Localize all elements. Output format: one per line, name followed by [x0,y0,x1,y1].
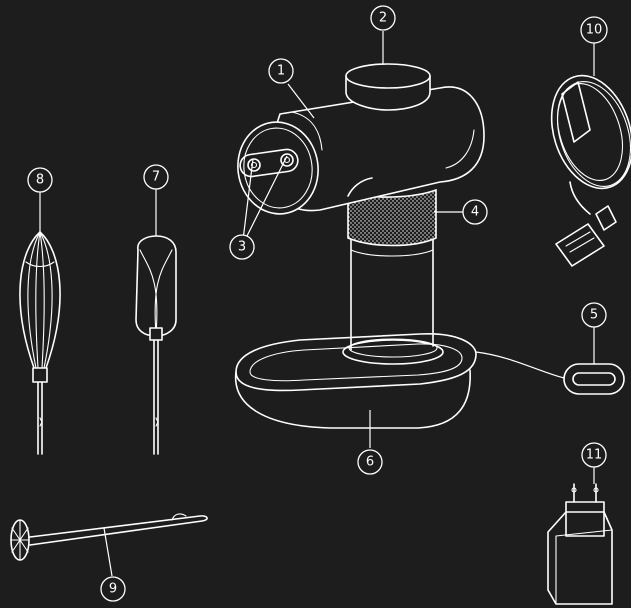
column-icon [351,236,433,350]
charging-base-icon [236,334,476,428]
svg-text:7: 7 [152,170,160,185]
usb-c-port-icon [564,364,624,394]
svg-text:2: 2 [379,11,387,26]
svg-text:11: 11 [586,448,603,463]
callout-8: 8 [28,168,52,192]
callout-9: 9 [101,577,125,601]
callout-10: 10 [581,17,607,43]
usb-cable-icon [538,65,631,266]
svg-text:9: 9 [109,582,117,597]
callout-5: 5 [582,303,606,327]
svg-text:8: 8 [36,173,44,188]
svg-text:3: 3 [238,240,246,255]
svg-text:5: 5 [590,308,598,323]
dough-hook-icon [136,236,176,454]
milk-frother-icon [11,514,207,560]
callout-3: 3 [230,235,254,259]
callout-11: 11 [582,443,606,467]
callout-1: 1 [269,59,293,83]
mixer-device [232,64,484,428]
svg-text:4: 4 [471,205,479,220]
balloon-whisk-icon [20,232,60,454]
top-button-icon [346,64,430,110]
callout-2: 2 [371,6,395,30]
svg-text:1: 1 [277,64,285,79]
power-adapter-icon [548,484,612,604]
svg-text:6: 6 [366,455,374,470]
callout-6: 6 [358,450,382,474]
svg-text:10: 10 [586,23,603,38]
callout-4: 4 [463,200,487,224]
callout-7: 7 [144,165,168,189]
